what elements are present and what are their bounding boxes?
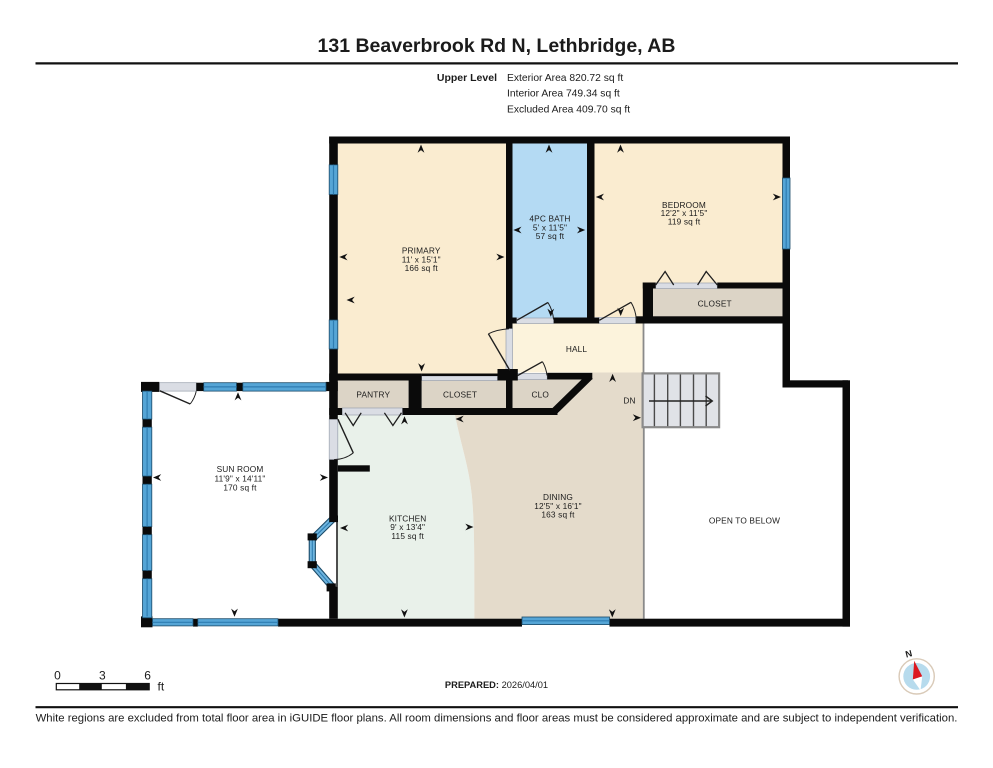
svg-text:0: 0 xyxy=(54,669,61,683)
svg-text:CLOSET: CLOSET xyxy=(443,390,477,400)
svg-text:DN: DN xyxy=(623,396,635,406)
svg-text:11'9" x 14'11": 11'9" x 14'11" xyxy=(215,474,266,484)
svg-text:6: 6 xyxy=(144,669,151,683)
svg-text:KITCHEN: KITCHEN xyxy=(389,514,426,524)
svg-text:57 sq ft: 57 sq ft xyxy=(536,231,565,241)
svg-text:White regions are excluded fro: White regions are excluded from total fl… xyxy=(36,713,958,725)
svg-text:CLO: CLO xyxy=(532,390,550,400)
svg-text:DINING: DINING xyxy=(543,492,573,502)
svg-text:Upper Level: Upper Level xyxy=(437,72,497,84)
svg-text:BEDROOM: BEDROOM xyxy=(662,200,706,210)
svg-text:4PC BATH: 4PC BATH xyxy=(529,214,570,224)
svg-text:3: 3 xyxy=(99,669,106,683)
svg-text:Interior Area 749.34 sq ft: Interior Area 749.34 sq ft xyxy=(507,89,620,100)
svg-text:170 sq ft: 170 sq ft xyxy=(223,483,257,493)
svg-text:PRIMARY: PRIMARY xyxy=(402,246,441,256)
svg-text:12'5" x 16'1": 12'5" x 16'1" xyxy=(534,501,581,511)
svg-text:PREPARED: 2026/04/01: PREPARED: 2026/04/01 xyxy=(445,680,548,690)
svg-text:115 sq ft: 115 sq ft xyxy=(391,531,424,541)
svg-text:9' x 13'4": 9' x 13'4" xyxy=(390,522,425,532)
svg-text:11' x 15'1": 11' x 15'1" xyxy=(402,255,441,265)
svg-text:ft: ft xyxy=(158,680,165,694)
svg-text:PANTRY: PANTRY xyxy=(356,390,390,400)
svg-text:Exterior Area 820.72 sq ft: Exterior Area 820.72 sq ft xyxy=(507,73,623,84)
svg-text:SUN ROOM: SUN ROOM xyxy=(217,464,264,474)
svg-text:Excluded Area 409.70 sq ft: Excluded Area 409.70 sq ft xyxy=(507,105,630,116)
svg-text:166 sq ft: 166 sq ft xyxy=(405,263,439,273)
svg-text:N: N xyxy=(904,648,913,659)
svg-text:12'2" x 11'5": 12'2" x 11'5" xyxy=(661,208,708,218)
svg-text:5' x 11'5": 5' x 11'5" xyxy=(533,223,567,233)
svg-text:CLOSET: CLOSET xyxy=(698,299,732,309)
svg-text:OPEN TO BELOW: OPEN TO BELOW xyxy=(709,516,780,526)
svg-text:131 Beaverbrook Rd N, Lethbrid: 131 Beaverbrook Rd N, Lethbridge, AB xyxy=(318,35,676,57)
svg-text:163 sq ft: 163 sq ft xyxy=(541,510,575,520)
svg-text:HALL: HALL xyxy=(566,344,588,354)
svg-text:119 sq ft: 119 sq ft xyxy=(668,216,701,226)
